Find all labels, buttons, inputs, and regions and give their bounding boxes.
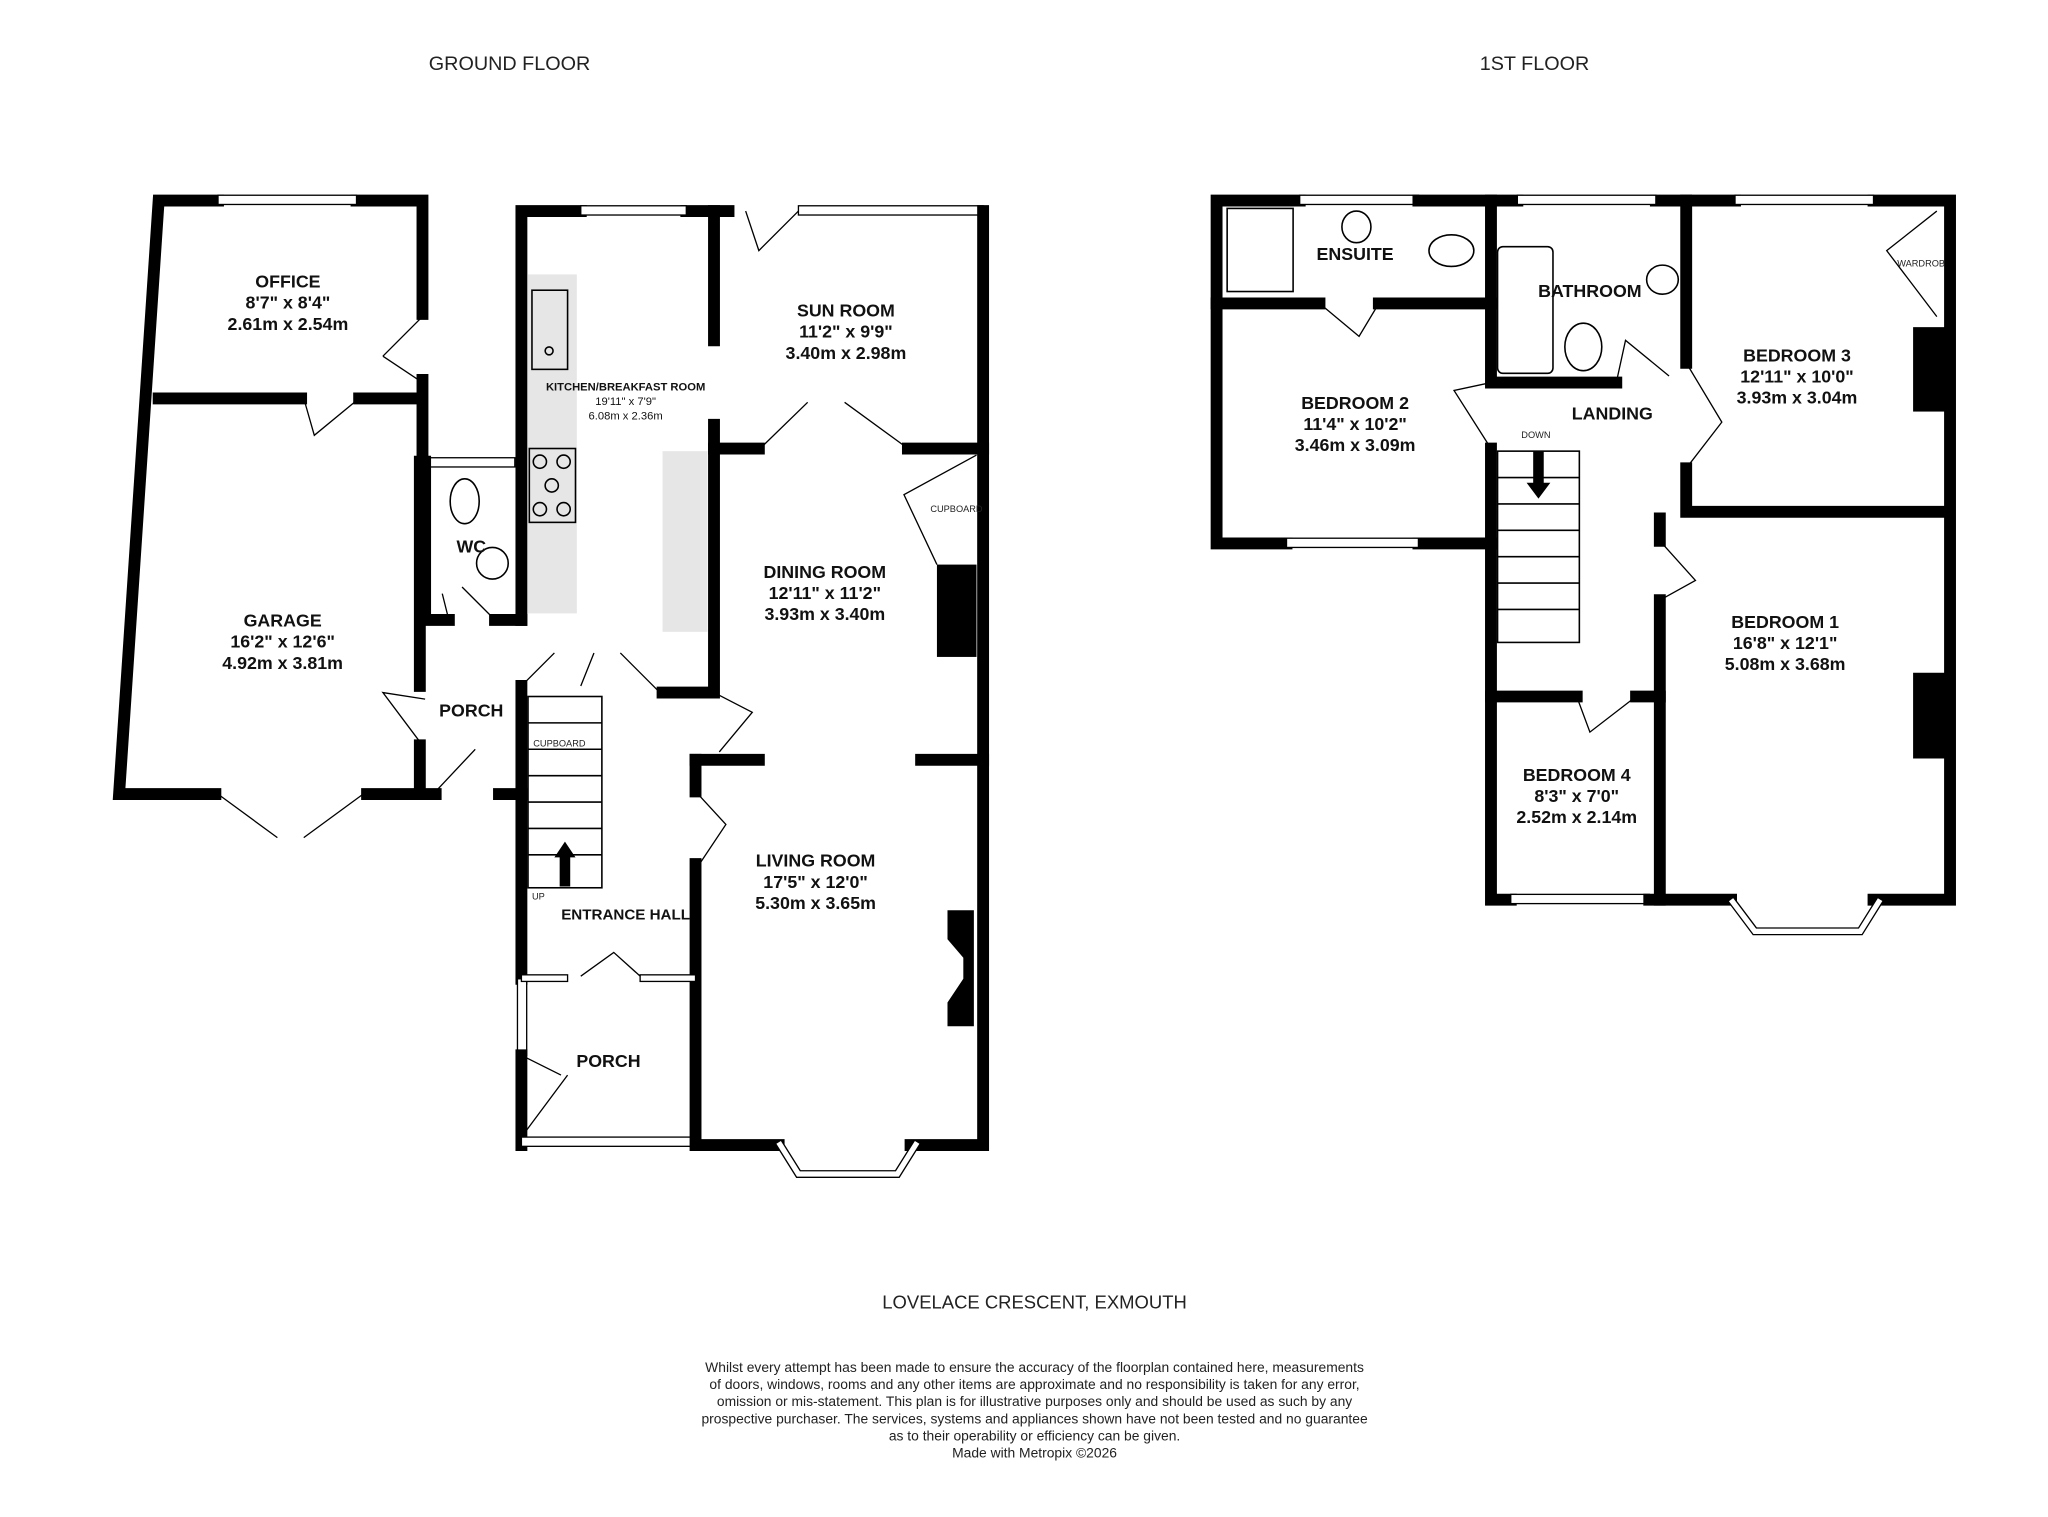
- doors: [1319, 210, 1938, 734]
- room-entrance-hall-name: ENTRANCE HALL: [561, 906, 690, 923]
- arrow-down-icon: [1526, 451, 1551, 499]
- room-bathroom-name: BATHROOM: [1538, 281, 1641, 301]
- ground-floor-plan: OFFICE 8'7" x 8'4" 2.61m x 2.54m GARAGE …: [112, 194, 990, 1178]
- room-dining-imperial: 12'11" x 11'2": [769, 583, 881, 603]
- hob-icon: [528, 447, 577, 524]
- disclaimer-line: omission or mis-statement. This plan is …: [717, 1393, 1352, 1409]
- room-bedroom3-imperial: 12'11" x 10'0": [1740, 367, 1853, 387]
- room-bedroom4-name: BEDROOM 4: [1523, 765, 1631, 785]
- chimney-breast: [1913, 327, 1948, 412]
- window: [516, 978, 528, 1056]
- basin-icon: [1341, 210, 1372, 244]
- shower-icon: [1226, 207, 1294, 293]
- room-bedroom1-imperial: 16'8" x 12'1": [1733, 633, 1838, 653]
- disclaimer-line: as to their operability or efficiency ca…: [889, 1427, 1180, 1443]
- room-kitchen-imperial: 19'11" x 7'9": [595, 396, 656, 408]
- room-bedroom2-metric: 3.46m x 3.09m: [1295, 435, 1416, 455]
- room-sunroom-imperial: 11'2" x 9'9": [799, 322, 893, 342]
- room-sunroom-name: SUN ROOM: [797, 301, 895, 321]
- room-kitchen-metric: 6.08m x 2.36m: [589, 410, 663, 422]
- window: [520, 1136, 697, 1147]
- first-floor-plan: ENSUITE BATHROOM BEDROOM 2 11'4" x 10'2"…: [1210, 194, 1956, 936]
- disclaimer: Whilst every attempt has been made to en…: [701, 1359, 1367, 1461]
- bath-icon: [1496, 245, 1554, 375]
- first-floor-header: 1ST FLOOR: [1480, 53, 1589, 75]
- room-side-porch-name: PORCH: [439, 700, 503, 720]
- room-living-metric: 5.30m x 3.65m: [755, 893, 876, 913]
- disclaimer-line: of doors, windows, rooms and any other i…: [709, 1376, 1359, 1392]
- window: [520, 974, 569, 983]
- window: [1285, 537, 1420, 549]
- room-garage-imperial: 16'2" x 12'6": [230, 632, 335, 652]
- chimney-breast: [936, 564, 977, 657]
- staircase: [527, 695, 603, 889]
- cupboard-label: CUPBOARD: [533, 739, 586, 749]
- window: [639, 974, 697, 983]
- room-kitchen-name: KITCHEN/BREAKFAST ROOM: [546, 381, 705, 393]
- room-dining-metric: 3.93m x 3.40m: [764, 604, 885, 624]
- room-living-name: LIVING ROOM: [756, 851, 876, 871]
- room-bedroom4-imperial: 8'3" x 7'0": [1534, 786, 1619, 806]
- kitchen-worktop: [528, 274, 577, 614]
- credit: Made with Metropix ©2026: [952, 1445, 1117, 1461]
- ground-floor-header: GROUND FLOOR: [429, 53, 590, 75]
- room-front-porch-name: PORCH: [576, 1051, 640, 1071]
- sink-icon: [531, 289, 569, 371]
- basin-icon: [1645, 264, 1680, 295]
- window: [580, 205, 687, 216]
- cupboard-label: CUPBOARD: [930, 504, 983, 514]
- toilet-icon: [1564, 322, 1603, 372]
- kitchen-island: [662, 451, 708, 632]
- room-ensuite-name: ENSUITE: [1317, 244, 1394, 264]
- window: [797, 205, 984, 216]
- room-bedroom1-name: BEDROOM 1: [1731, 612, 1839, 632]
- room-wc-name: WC: [456, 537, 486, 557]
- room-bedroom4-metric: 2.52m x 2.14m: [1516, 807, 1637, 827]
- basin-icon: [475, 546, 510, 580]
- arrow-up-icon: [554, 841, 576, 887]
- room-sunroom-metric: 3.40m x 2.98m: [786, 343, 907, 363]
- wardrobe-label: WARDROBE: [1897, 258, 1951, 268]
- disclaimer-line: prospective purchaser. The services, sys…: [701, 1410, 1367, 1426]
- toilet-icon: [449, 478, 480, 525]
- room-dining-name: DINING ROOM: [764, 562, 887, 582]
- address: LOVELACE CRESCENT, EXMOUTH: [882, 1292, 1187, 1313]
- room-garage-metric: 4.92m x 3.81m: [222, 653, 343, 673]
- window: [1510, 893, 1650, 905]
- up-label: UP: [532, 892, 545, 902]
- toilet-icon: [1428, 234, 1475, 268]
- window: [1299, 194, 1420, 206]
- room-landing-name: LANDING: [1572, 403, 1653, 423]
- room-garage-name: GARAGE: [244, 611, 322, 631]
- doors: [217, 210, 977, 1138]
- room-bedroom2-name: BEDROOM 2: [1301, 393, 1409, 413]
- room-office-name: OFFICE: [255, 272, 320, 292]
- disclaimer-line: Whilst every attempt has been made to en…: [705, 1359, 1364, 1375]
- window: [217, 194, 358, 206]
- room-bedroom1-metric: 5.08m x 3.68m: [1725, 654, 1846, 674]
- room-office-metric: 2.61m x 2.54m: [228, 314, 349, 334]
- room-office-imperial: 8'7" x 8'4": [246, 293, 331, 313]
- fireplace: [947, 910, 974, 1027]
- chimney-breast: [1913, 672, 1948, 759]
- room-bedroom2-imperial: 11'4" x 10'2": [1303, 414, 1407, 434]
- room-bedroom3-name: BEDROOM 3: [1743, 345, 1851, 365]
- window: [1516, 194, 1657, 206]
- room-living-imperial: 17'5" x 12'0": [763, 872, 868, 892]
- window: [1734, 194, 1875, 206]
- window: [424, 457, 516, 468]
- staircase: [1496, 450, 1581, 644]
- down-label: DOWN: [1521, 430, 1550, 440]
- room-bedroom3-metric: 3.93m x 3.04m: [1737, 388, 1858, 408]
